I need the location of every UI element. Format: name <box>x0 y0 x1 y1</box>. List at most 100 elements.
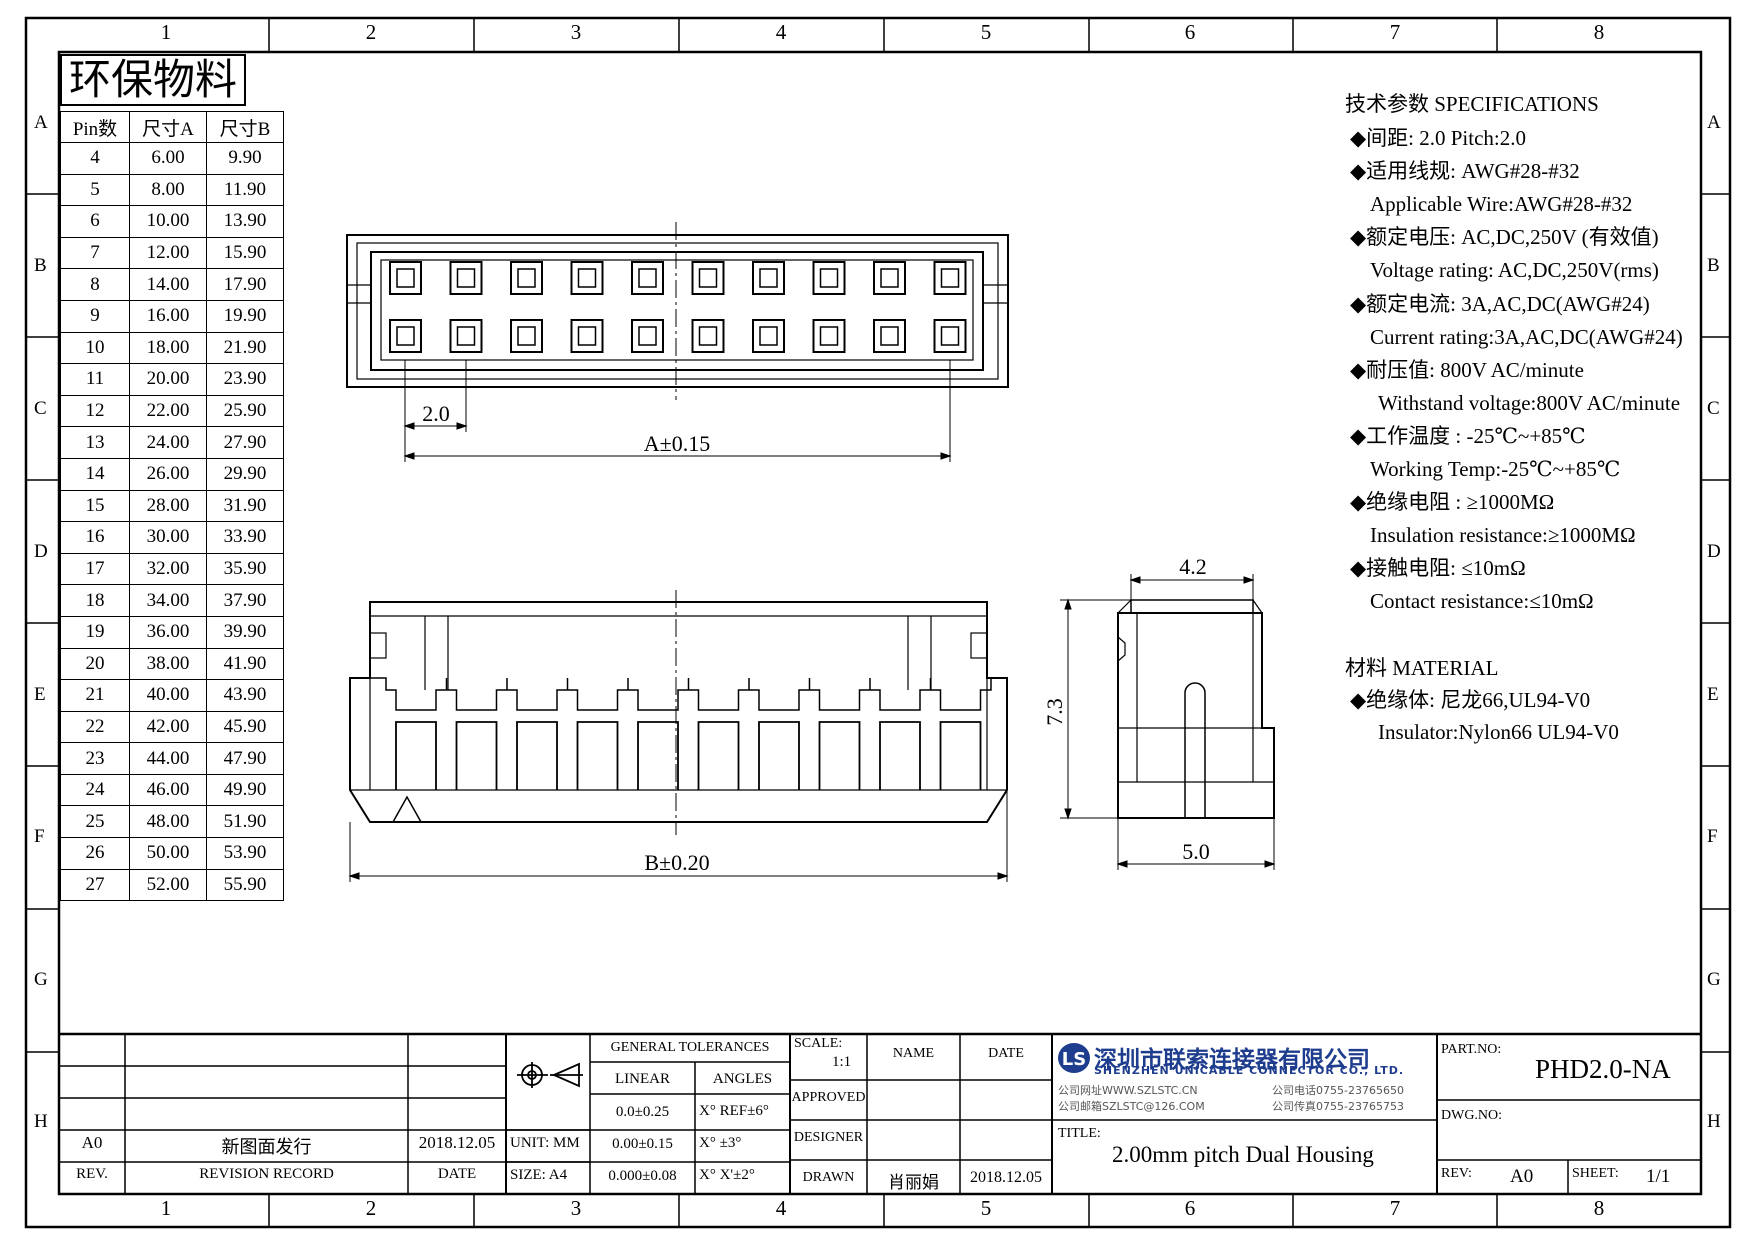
sheet-value: 1/1 <box>1646 1166 1671 1187</box>
col-header-size-a: 尺寸A <box>129 111 207 143</box>
size-a-cell: 28.00 <box>129 489 207 523</box>
spec-line: ◆额定电压: AC,DC,250V (有效值) <box>1350 225 1659 250</box>
right-zone-row-B: B <box>1707 255 1720 276</box>
size-a-cell: 24.00 <box>129 426 207 459</box>
size-b-cell: 31.90 <box>206 489 284 523</box>
pin-cavity <box>570 319 604 353</box>
part-no: PHD2.0-NA <box>1535 1054 1671 1084</box>
pin-cavity <box>449 319 483 353</box>
spec-line: ◆接触电阻: ≤10mΩ <box>1350 556 1526 581</box>
pin-contact <box>698 326 718 346</box>
size-a-cell: 50.00 <box>129 837 207 870</box>
left-zone-row-B: B <box>34 255 47 276</box>
drawn-name: 肖丽娟 <box>888 1173 939 1192</box>
bottom-zone-col-1: 1 <box>160 1196 172 1220</box>
pin-contact <box>638 326 657 346</box>
pin-contact <box>638 268 657 288</box>
front-view <box>349 601 1008 823</box>
contact-slot <box>758 721 800 790</box>
designer-label: DESIGNER <box>793 1130 864 1145</box>
contact-slot <box>637 721 679 790</box>
pitch-dim-label: 2.0 <box>422 401 450 426</box>
company-email: 公司邮箱SZLSTC@126.COM <box>1058 1100 1205 1113</box>
pin-count-cell: 13 <box>60 426 130 459</box>
tolerance-angle: X° ±3° <box>699 1135 742 1151</box>
pin-count-cell: 18 <box>60 584 130 617</box>
pin-count-cell: 25 <box>60 805 130 839</box>
front-slot-profile <box>370 677 992 711</box>
approved-label: APPROVED <box>791 1090 866 1105</box>
pin-contact <box>456 326 476 346</box>
depth-dimension <box>1116 818 1276 870</box>
pin-cavity <box>389 261 422 295</box>
size-b-cell: 35.90 <box>206 552 284 586</box>
bottom-zone-col-7: 7 <box>1389 1196 1401 1220</box>
spec-line: ◆额定电流: 3A,AC,DC(AWG#24) <box>1350 291 1650 316</box>
contact-slot <box>576 721 619 790</box>
projection-symbol-icon <box>517 1062 583 1088</box>
pin-contact <box>698 268 718 288</box>
spec-line: ◆耐压值: 800V AC/minute <box>1350 357 1584 382</box>
top-zone-col-7: 7 <box>1389 20 1401 44</box>
column-zone-ticks <box>268 18 1498 1227</box>
company-name-en: SHENZHEN UNICABLE CONNECTOR CO., LTD. <box>1094 1064 1405 1077</box>
size-a-cell: 22.00 <box>129 394 207 428</box>
left-zone-row-C: C <box>34 398 47 419</box>
pin-cavity <box>691 319 725 353</box>
inner-frame <box>57 50 1703 1196</box>
left-zone-row-G: G <box>34 969 48 990</box>
company-website: 公司网址WWW.SZLSTC.CN <box>1058 1084 1198 1097</box>
pin-count-cell: 26 <box>60 837 130 870</box>
spec-line: Contact resistance:≤10mΩ <box>1370 589 1594 614</box>
b-dim-label: B±0.20 <box>644 850 709 875</box>
size-b-cell: 29.90 <box>206 457 284 491</box>
eco-label: 环保物料 <box>60 54 246 106</box>
dwg-no-label: DWG.NO: <box>1441 1108 1503 1123</box>
size-b-cell: 33.90 <box>206 521 284 554</box>
linear-label: LINEAR <box>615 1071 670 1087</box>
size-label: SIZE: A4 <box>510 1167 568 1183</box>
pin-count-cell: 11 <box>60 363 130 396</box>
spec-line: Voltage rating: AC,DC,250V(rms) <box>1370 258 1659 283</box>
contact-slot <box>818 721 861 790</box>
pin-count-cell: 24 <box>60 773 130 807</box>
pin-cavity <box>691 261 725 295</box>
size-a-cell: 12.00 <box>129 236 207 270</box>
size-a-cell: 34.00 <box>129 584 207 617</box>
rev-code: A0 <box>1510 1166 1534 1187</box>
pin-count-cell: 19 <box>60 615 130 649</box>
top-zone-col-1: 1 <box>160 20 172 44</box>
size-b-cell: 49.90 <box>206 773 284 807</box>
tolerance-angle: X° REF±6° <box>699 1103 769 1119</box>
pin-contact <box>880 326 899 346</box>
date-header: DATE <box>437 1166 477 1182</box>
size-b-cell: 21.90 <box>206 331 284 365</box>
pin-count-cell: 10 <box>60 331 130 365</box>
row-zone-ticks <box>26 193 1730 1053</box>
size-b-cell: 17.90 <box>206 268 284 301</box>
pin-count-cell: 8 <box>60 268 130 301</box>
bottom-zone-col-6: 6 <box>1184 1196 1196 1220</box>
size-b-cell: 47.90 <box>206 742 284 775</box>
pin-cavity <box>933 261 967 295</box>
company-fax: 公司传真0755-23765753 <box>1272 1100 1404 1113</box>
pin-count-cell: 5 <box>60 173 130 207</box>
pin-cavity <box>933 319 967 353</box>
date-col-header: DATE <box>988 1046 1024 1061</box>
rev-value: A0 <box>81 1133 103 1152</box>
pin-cavity <box>389 319 422 353</box>
width-dim-label: 4.2 <box>1179 554 1207 579</box>
spec-line: ◆间距: 2.0 Pitch:2.0 <box>1350 126 1526 150</box>
pin-count-cell: 7 <box>60 236 130 270</box>
pin-cavity <box>873 319 906 353</box>
